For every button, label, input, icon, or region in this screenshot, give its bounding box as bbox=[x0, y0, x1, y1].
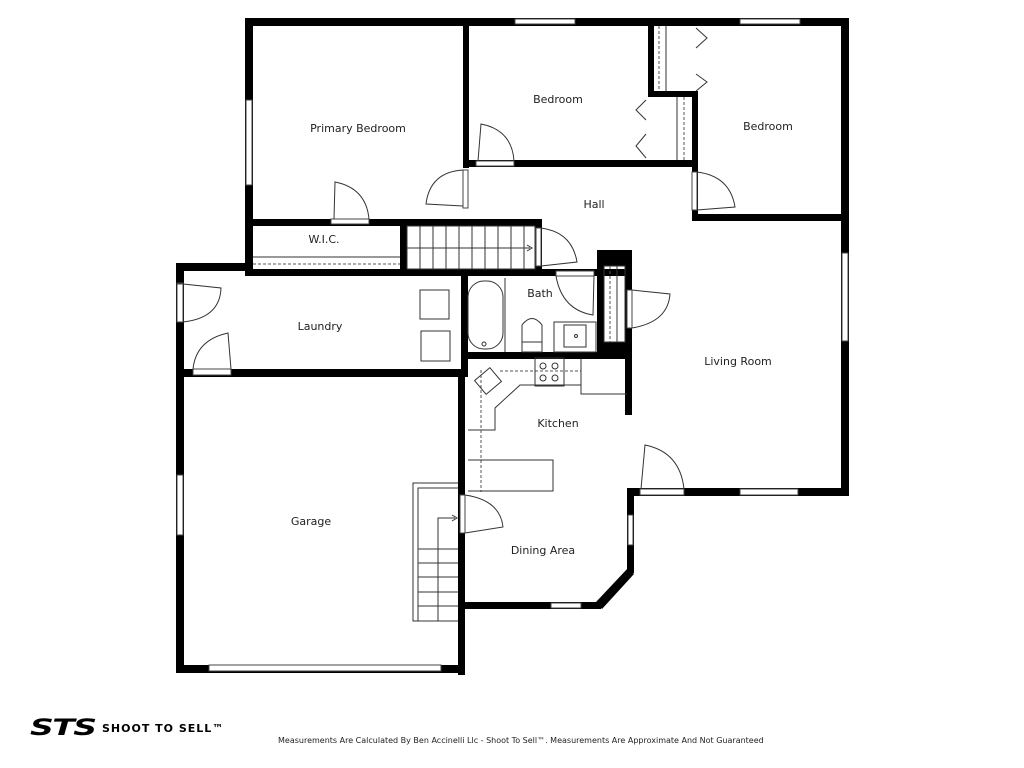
label-hall: Hall bbox=[583, 198, 604, 211]
main-staircase bbox=[406, 225, 536, 270]
toilet bbox=[521, 318, 543, 353]
laundry-appliances bbox=[419, 289, 451, 362]
label-living-room: Living Room bbox=[704, 355, 772, 368]
windows bbox=[176, 18, 849, 672]
washer bbox=[419, 289, 450, 320]
kitchen-fixtures bbox=[468, 357, 627, 492]
label-dining-area: Dining Area bbox=[511, 544, 575, 557]
label-bedroom-2: Bedroom bbox=[743, 120, 793, 133]
label-wic: W.I.C. bbox=[308, 233, 339, 246]
room-labels: Primary Bedroom Bedroom Bedroom Hall W.I… bbox=[291, 93, 793, 557]
sts-logo-mark: STS bbox=[30, 716, 97, 741]
stove bbox=[534, 357, 565, 387]
sink bbox=[563, 324, 587, 348]
measurement-disclaimer: Measurements Are Calculated By Ben Accin… bbox=[278, 736, 764, 745]
label-laundry: Laundry bbox=[298, 320, 343, 333]
brand-name: SHOOT TO SELL™ bbox=[102, 722, 225, 735]
label-garage: Garage bbox=[291, 515, 332, 528]
closet-shelves bbox=[253, 26, 685, 343]
kitchen-sink bbox=[473, 366, 503, 396]
dryer bbox=[420, 330, 451, 362]
bath-fixtures bbox=[467, 278, 597, 353]
walls bbox=[176, 18, 849, 675]
bathtub bbox=[467, 280, 504, 350]
garage-staircase bbox=[412, 482, 458, 622]
vanity bbox=[553, 321, 597, 353]
brand-logo: STS SHOOT TO SELL™ bbox=[30, 716, 224, 741]
kitchen-island bbox=[468, 459, 554, 492]
label-kitchen: Kitchen bbox=[537, 417, 578, 430]
label-bath: Bath bbox=[527, 287, 553, 300]
label-bedroom-1: Bedroom bbox=[533, 93, 583, 106]
doors bbox=[176, 27, 736, 534]
label-primary-bedroom: Primary Bedroom bbox=[310, 122, 406, 135]
